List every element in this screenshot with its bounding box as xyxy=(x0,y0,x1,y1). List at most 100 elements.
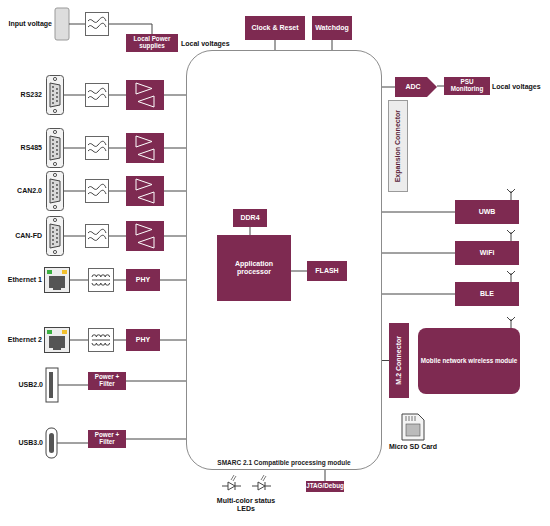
connector-line xyxy=(164,95,186,96)
box-label: CAN Transceiver xyxy=(117,253,173,261)
input-wiring-part xyxy=(152,24,153,34)
connector-line xyxy=(160,340,186,341)
box-text: Application processor xyxy=(220,260,288,275)
buffer-box: RS232 Buffer xyxy=(126,80,164,110)
usb-connector-part xyxy=(46,368,58,402)
ethernet-wiring-part xyxy=(70,340,88,341)
buffer-symbol xyxy=(126,221,164,251)
serial-wiring-part xyxy=(109,95,126,96)
phy-box: PHY xyxy=(126,269,160,291)
ethernet-wiring-part xyxy=(70,280,88,281)
connector-line xyxy=(164,148,186,149)
text-label: Local voltages xyxy=(492,83,541,91)
text-label: RS485 xyxy=(21,144,42,152)
text-label: CAN-FD xyxy=(15,232,42,240)
radio-box: BLE xyxy=(455,282,519,306)
buffer-symbol xyxy=(126,80,164,110)
connector-line xyxy=(382,87,395,88)
box-text: PSU Monitoring xyxy=(444,79,490,93)
buffer-triangle xyxy=(136,136,152,147)
box-text: Clock & Reset xyxy=(251,24,298,32)
micro-sd-card-part xyxy=(406,424,420,436)
usb-connector-part xyxy=(49,372,53,398)
serial-wiring-part xyxy=(109,236,126,237)
filter-symbol-part xyxy=(86,137,109,160)
box-label: RS485 Buffer xyxy=(123,165,167,173)
serial-wiring-part xyxy=(64,148,85,149)
buffer-symbol xyxy=(126,176,164,206)
magnetics-symbol-part xyxy=(89,269,114,292)
led-symbol-part xyxy=(231,475,236,481)
micro-sd-card-part-part xyxy=(415,416,416,421)
power-filter-box: Power + Filter xyxy=(88,430,126,448)
box-text: Power + Filter xyxy=(88,374,126,388)
serial-wiring-part xyxy=(64,191,85,192)
power-box: Local Power supplies xyxy=(126,34,178,52)
connector-line xyxy=(126,381,186,382)
buffer-symbol xyxy=(126,133,164,163)
buffer-triangle xyxy=(138,149,154,160)
serial-wiring-part xyxy=(109,191,126,192)
box-text: Expansion Connector xyxy=(394,110,402,182)
filter-symbol-part xyxy=(86,180,109,203)
text-label: Multi-color status LEDs xyxy=(214,497,278,512)
antenna-symbol-part xyxy=(507,317,515,328)
usb-connector-part xyxy=(49,433,54,453)
buffer-triangle xyxy=(136,179,152,190)
box-text: M.2 Connector xyxy=(395,336,403,385)
micro-sd-card-part-part xyxy=(406,416,407,421)
debug-box: JTAG/Debug xyxy=(306,481,344,492)
input-wiring-part xyxy=(109,24,152,25)
buffer-triangle xyxy=(136,224,152,235)
box-text: WiFi xyxy=(480,249,495,257)
memory-box: FLASH xyxy=(307,261,347,281)
text-label: RS232 xyxy=(21,91,42,99)
connector-line xyxy=(437,86,444,87)
led-symbol-part xyxy=(261,475,266,481)
text-label: USB2.0 xyxy=(18,381,43,389)
box-text: JTAG/Debug xyxy=(306,483,344,490)
ethernet-wiring xyxy=(70,280,126,340)
text-label: CAN2.0 xyxy=(17,187,42,195)
input-wiring-part xyxy=(69,24,85,25)
led-symbol-part xyxy=(252,486,258,487)
filter-symbol-part xyxy=(86,84,109,107)
connector-line xyxy=(250,227,251,235)
filter-symbol-part xyxy=(86,13,109,36)
micro-sd-card xyxy=(402,414,424,440)
rj45-connector-part xyxy=(45,328,70,353)
processor-box: Application processor xyxy=(217,235,291,301)
box-text: Mobile network wireless module xyxy=(421,358,518,365)
serial-wiring-part xyxy=(64,95,85,96)
rj45-connector-part xyxy=(45,268,70,293)
connector-line xyxy=(332,40,333,50)
led-symbol-part xyxy=(265,486,271,487)
transceiver-box: CAN Transceiver xyxy=(126,221,164,251)
buffer-box: RS485 Buffer xyxy=(126,133,164,163)
function-box: Watchdog xyxy=(312,16,352,40)
magnetics-symbol-part xyxy=(89,329,114,352)
usb-connector-part xyxy=(57,443,88,444)
led-symbol-part xyxy=(258,482,265,490)
micro-sd-card-part-part xyxy=(409,416,410,421)
connector-box: M.2 Connector xyxy=(389,323,409,398)
antenna-symbol-part xyxy=(507,189,515,200)
led-symbol-part xyxy=(222,486,228,487)
box-text: ADC xyxy=(405,83,420,91)
db9-connector-part xyxy=(47,129,64,168)
connector-line xyxy=(291,271,307,272)
usb-connector xyxy=(46,368,88,458)
connector-line xyxy=(160,280,186,281)
text-label: Ethernet 2 xyxy=(8,336,42,344)
connector-line xyxy=(382,253,455,254)
box-label: CAN Transceiver xyxy=(117,208,173,216)
box-text: Local Power supplies xyxy=(126,36,178,50)
radio-box: WiFi xyxy=(455,241,519,265)
text-label: Local voltages xyxy=(181,40,230,48)
transceiver-box: CAN Transceiver xyxy=(126,176,164,206)
serial-wiring-part xyxy=(64,236,85,237)
chevron-fill xyxy=(395,77,437,97)
phy-box: PHY xyxy=(126,329,160,351)
micro-sd-card-part-part xyxy=(412,416,413,421)
